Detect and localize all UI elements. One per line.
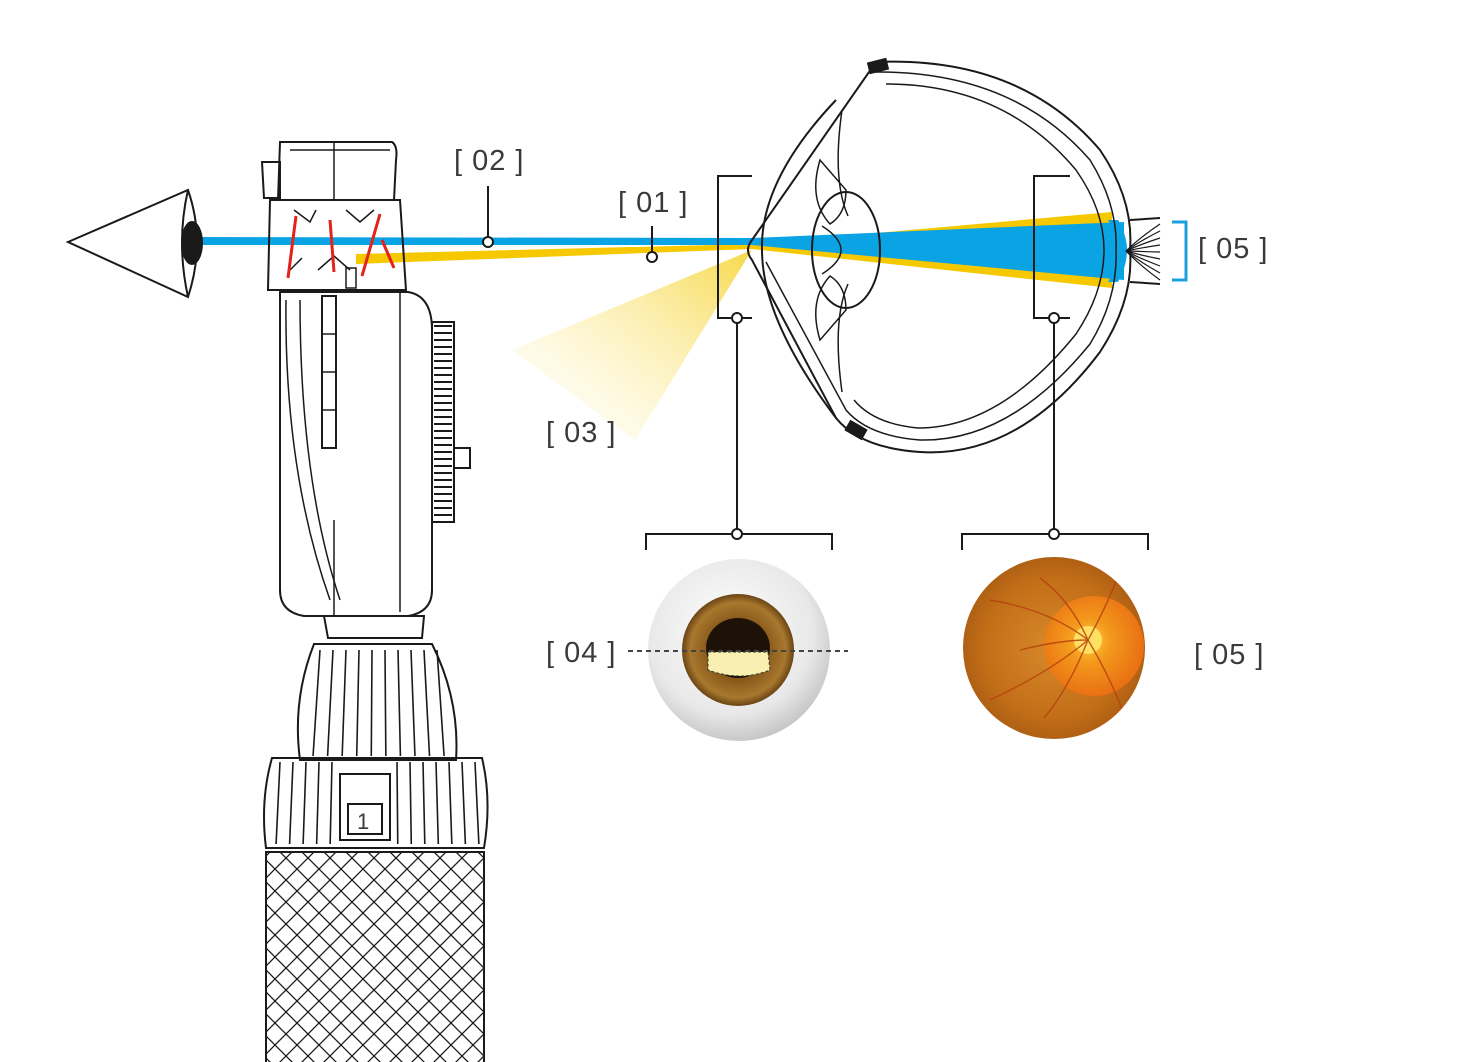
light-beams [195, 212, 1127, 440]
fundus-view-icon [963, 557, 1145, 739]
filament-lines [286, 213, 396, 279]
label-04: [ 04 ] [546, 637, 617, 669]
label-02: [ 02 ] [454, 145, 525, 177]
pupil-view-icon [628, 559, 848, 741]
handle-number: 1 [357, 809, 370, 834]
retina-beam-cap [1108, 220, 1127, 282]
ophthalmoscope-icon: 1 [260, 141, 489, 1062]
retina-bracket [1172, 220, 1188, 282]
label-03: [ 03 ] [546, 417, 617, 449]
observer-eye-icon [65, 188, 203, 299]
label-05-bottom: [ 05 ] [1194, 639, 1265, 671]
scattered-light-cone [512, 250, 752, 440]
label-01: [ 01 ] [618, 187, 689, 219]
observation-beam [195, 222, 1124, 280]
label-05-top: [ 05 ] [1198, 233, 1269, 265]
eye-cross-section-icon [747, 57, 1161, 454]
labels: [ 02 ] [ 01 ] [ 03 ] [ 04 ] [ 05 ] [ 05 … [454, 145, 1269, 671]
leader-lines [482, 175, 1188, 550]
